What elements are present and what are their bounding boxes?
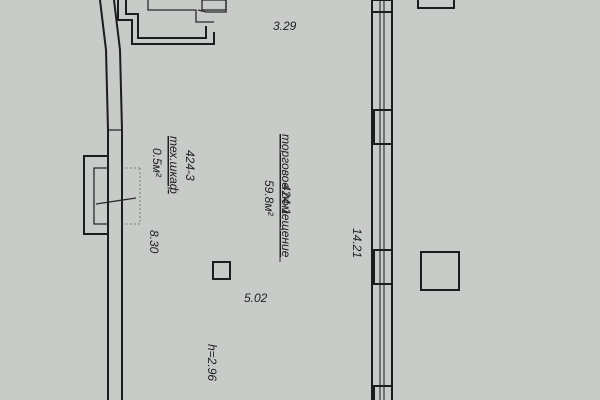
- top-left-wall-block: [117, 0, 227, 45]
- room-424-1-area: 59.8м²: [262, 180, 276, 217]
- room-424-1-id: 424-1: [279, 184, 293, 215]
- ceiling-height: h=2.96: [205, 344, 219, 381]
- dimension-top-width: 3.29: [273, 19, 297, 33]
- room-424-3-area: 0.5м²: [150, 148, 164, 178]
- window-mullion-3: [373, 249, 393, 285]
- dimension-bottom-width: 5.02: [244, 291, 268, 305]
- column-top-right: [417, 0, 455, 9]
- column-right: [420, 251, 460, 291]
- window-mullion-2: [373, 109, 393, 145]
- room-424-3-id: 424-3: [183, 150, 197, 181]
- left-exterior-wall: [99, 0, 123, 400]
- tech-cabinet-niche: [83, 155, 141, 235]
- right-window-wall: [371, 0, 393, 400]
- room-424-3-name: тех.шкаф: [167, 136, 181, 194]
- column-center: [212, 261, 231, 280]
- window-mullion-top: [371, 0, 393, 13]
- dimension-left-length: 8.30: [147, 230, 161, 254]
- dimension-right-length: 14.21: [350, 228, 364, 258]
- room-424-1-name: торговое помещение: [279, 134, 293, 258]
- window-mullion-bottom: [373, 385, 393, 400]
